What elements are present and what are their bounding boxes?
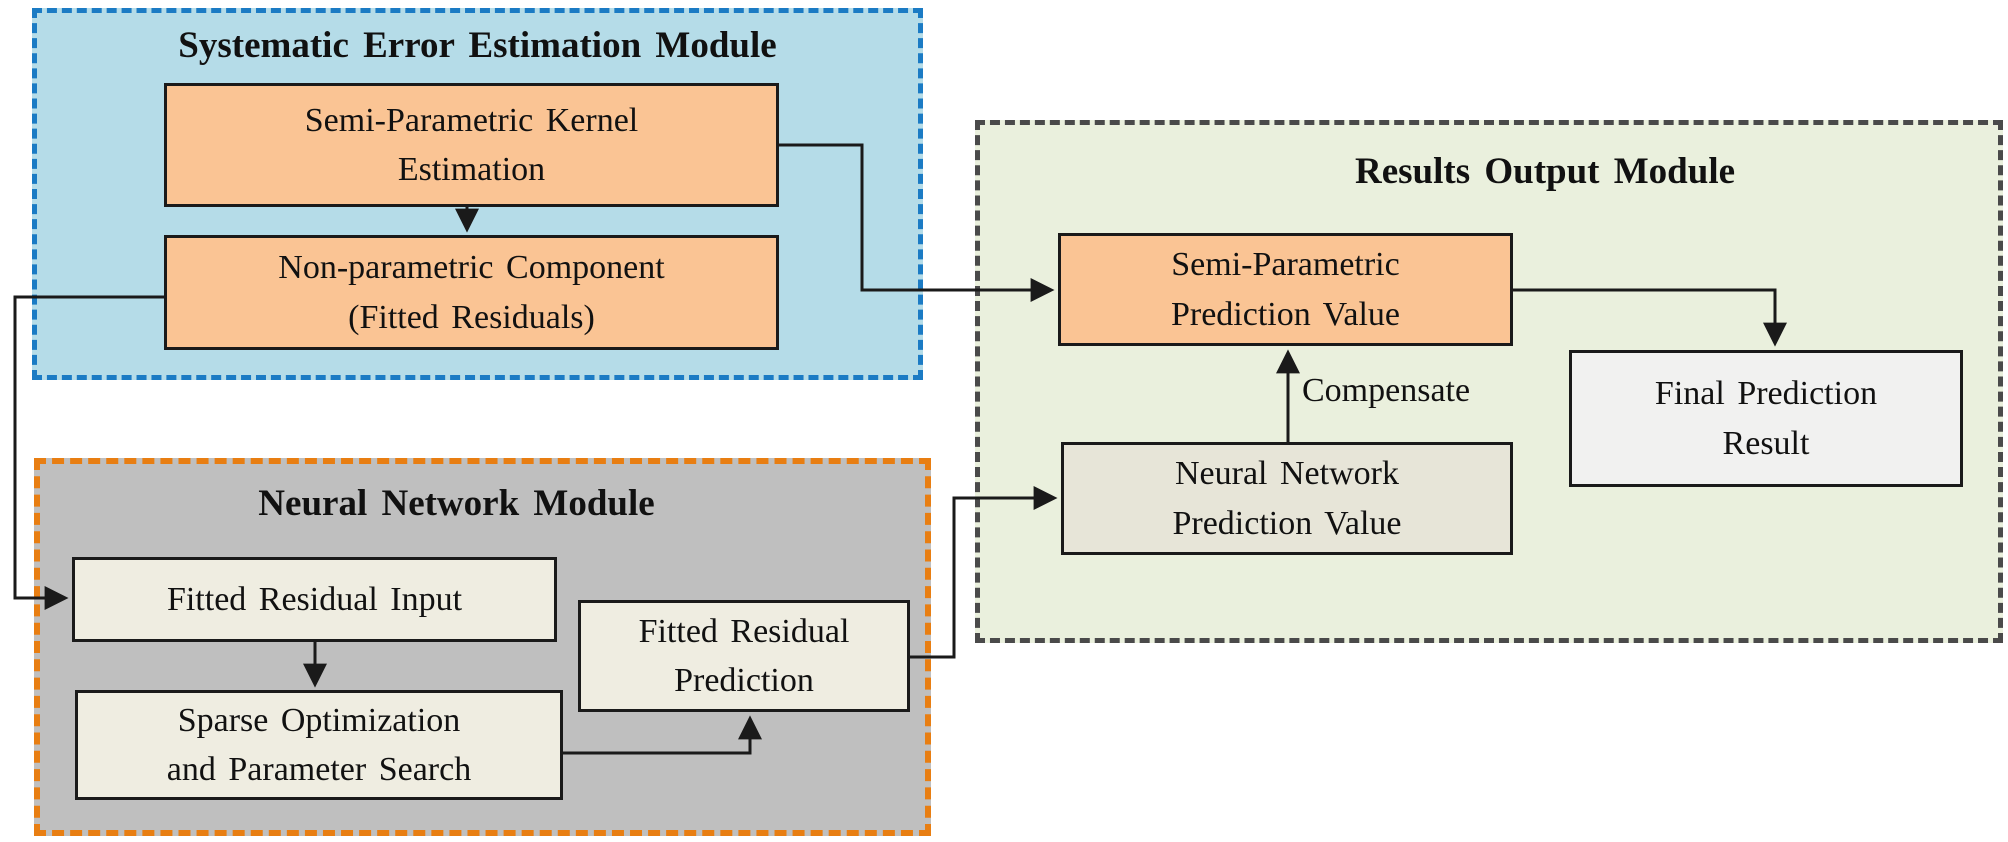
non-parametric-component-box: Non-parametric Component (Fitted Residua… <box>164 235 779 350</box>
neural-network-prediction-value-box: Neural Network Prediction Value <box>1061 442 1513 555</box>
results-module-title: Results Output Module <box>1354 151 1736 192</box>
fitted-residual-input-box: Fitted Residual Input <box>72 557 557 642</box>
sparse-optimization-box: Sparse Optimization and Parameter Search <box>75 690 563 800</box>
systematic-module-title: Systematic Error Estimation Module <box>178 25 777 66</box>
compensate-label: Compensate <box>1302 372 1471 409</box>
semi-parametric-prediction-value-box: Semi-Parametric Prediction Value <box>1058 233 1513 346</box>
semi-parametric-kernel-estimation-box: Semi-Parametric Kernel Estimation <box>164 83 779 207</box>
fitted-residual-prediction-box: Fitted Residual Prediction <box>578 600 910 712</box>
neural-module-title: Neural Network Module <box>258 483 655 524</box>
final-prediction-result-box: Final Prediction Result <box>1569 350 1963 487</box>
